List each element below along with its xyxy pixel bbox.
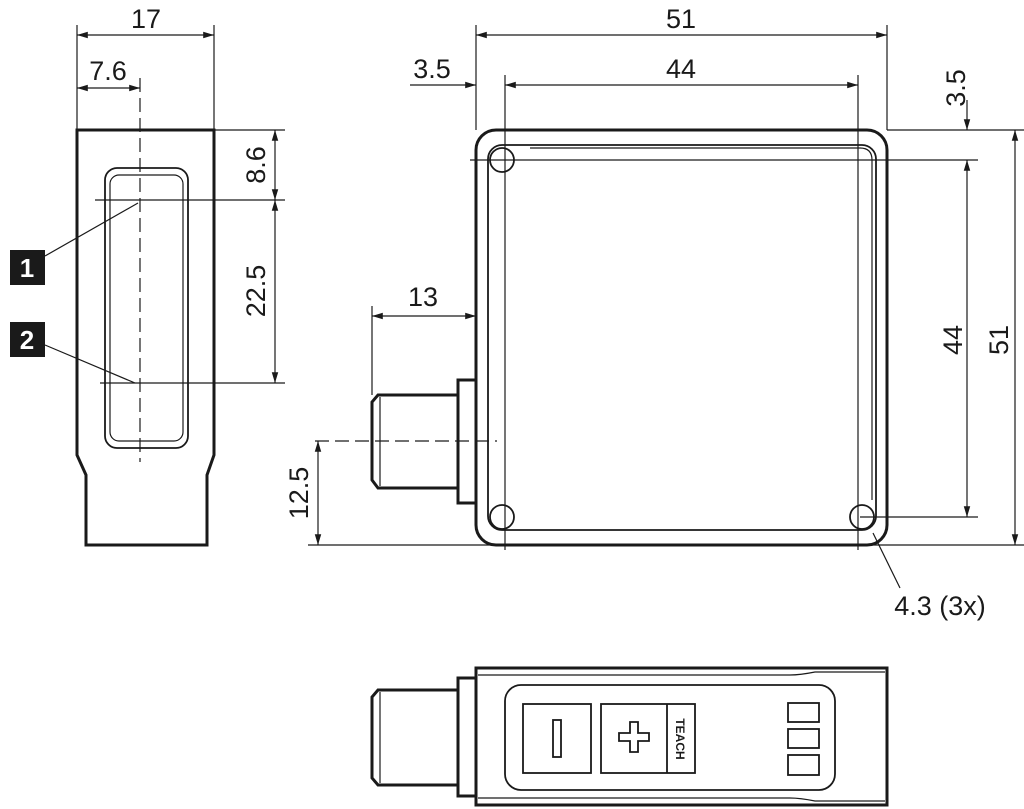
plus-teach-button[interactable]: TEACH	[600, 703, 696, 774]
dim-window-span: 22.5	[241, 265, 271, 318]
mounting-hole-icon	[489, 504, 515, 530]
callout-badge-2: 2	[10, 322, 45, 357]
dim-hole-inset-h: 3.5	[413, 54, 451, 84]
side-window-inner	[109, 174, 184, 442]
dim-front-width: 51	[666, 4, 696, 34]
led-indicator	[787, 754, 820, 776]
side-housing	[75, 128, 216, 547]
side-window	[104, 167, 189, 449]
minus-button[interactable]	[522, 703, 592, 774]
front-housing	[474, 128, 889, 547]
bottom-view: TEACH	[370, 666, 889, 807]
connector-nut	[370, 393, 458, 490]
dim-hole-inset-v: 3.5	[941, 69, 971, 107]
dim-connector-length: 13	[408, 282, 438, 312]
hole-note-leader	[872, 532, 901, 589]
dim-top-offset: 8.6	[241, 146, 271, 184]
teach-label: TEACH	[673, 718, 687, 759]
callout-leader-1	[44, 202, 139, 257]
dim-side-width: 17	[131, 4, 161, 34]
dim-window-offset: 7.6	[89, 56, 127, 86]
front-inner-edge	[530, 147, 873, 500]
dim-connector-height: 12.5	[284, 467, 314, 520]
minus-button-frame	[522, 703, 592, 774]
callout-label-1: 1	[20, 253, 34, 283]
plus-icon	[618, 721, 650, 753]
bottom-edge-bottom	[478, 797, 885, 802]
callout-leader-2	[44, 344, 136, 384]
led-indicator	[787, 728, 820, 749]
plus-button-frame	[600, 703, 696, 774]
dim-hole-spacing-h: 44	[666, 54, 696, 84]
callout-badge-1: 1	[10, 250, 45, 285]
hole-note: 4.3 (3x)	[894, 591, 986, 621]
dim-front-height: 51	[984, 325, 1014, 355]
side-view: 17 7.6 8.6 22.5 1 2	[10, 4, 285, 547]
led-indicator	[787, 702, 820, 723]
minus-icon	[552, 719, 562, 758]
bottom-connector-flange	[456, 676, 478, 798]
bottom-connector-nut	[370, 688, 458, 787]
front-view: 51 44 3.5 13 12.5 3.5 44 51 4.3 (3x)	[284, 4, 1024, 621]
callout-label-2: 2	[20, 325, 34, 355]
front-inner-frame	[487, 144, 877, 531]
bottom-edge-top	[478, 671, 885, 676]
dim-hole-spacing-v: 44	[938, 325, 968, 355]
control-panel	[504, 684, 836, 791]
